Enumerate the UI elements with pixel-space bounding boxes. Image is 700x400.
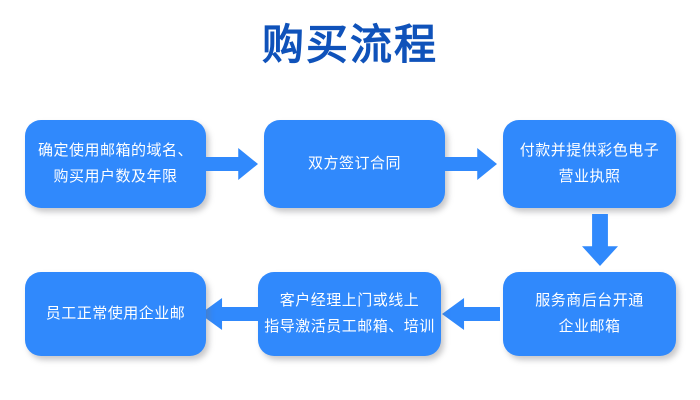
flow-node-line: 确定使用邮箱的域名、 <box>37 141 193 159</box>
flow-node-line: 客户经理上门或线上 <box>279 291 420 309</box>
flow-node-line: 员工正常使用企业邮 <box>45 304 186 322</box>
flow-node-line: 指导激活员工邮箱、培训 <box>264 318 435 335</box>
arrow-right-icon <box>206 148 258 180</box>
flow-node-step-5[interactable]: 客户经理上门或线上 指导激活员工邮箱、培训 <box>258 272 441 356</box>
flow-node-line: 双方签订合同 <box>307 154 401 172</box>
flow-node-step-6[interactable]: 员工正常使用企业邮 <box>25 272 206 356</box>
flow-node-line: 购买用户数及年限 <box>53 168 178 185</box>
flow-node-line: 服务商后台开通 <box>535 291 644 309</box>
page-title: 购买流程 <box>261 21 438 68</box>
arrow-right-icon <box>445 148 497 180</box>
flow-node-step-2[interactable]: 双方签订合同 <box>264 120 445 208</box>
arrow-left-icon <box>200 298 258 330</box>
flow-node-line: 企业邮箱 <box>558 318 621 335</box>
arrow-left-icon <box>442 298 500 330</box>
flow-node-step-1[interactable]: 确定使用邮箱的域名、 购买用户数及年限 <box>25 120 206 208</box>
flow-node-step-3[interactable]: 付款并提供彩色电子 营业执照 <box>503 120 676 208</box>
flow-node-step-4[interactable]: 服务商后台开通 企业邮箱 <box>503 272 676 356</box>
arrow-down-icon <box>582 214 618 266</box>
flow-node-line: 营业执照 <box>558 168 621 185</box>
flow-node-line: 付款并提供彩色电子 <box>519 141 660 159</box>
